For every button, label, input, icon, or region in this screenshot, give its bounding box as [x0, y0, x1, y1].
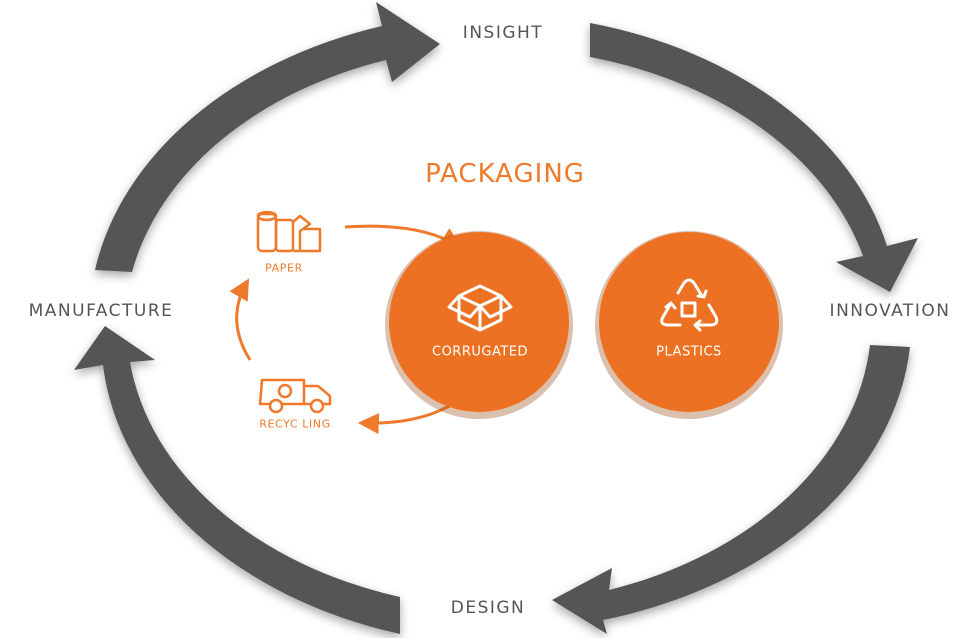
arrow-design-to-manufacture: [74, 326, 400, 634]
stage-manufacture: MANUFACTURE: [28, 301, 174, 321]
paper-rolls-icon: [256, 210, 322, 253]
stage-design: DESIGN: [450, 598, 526, 618]
cycle-arrows: [74, 2, 918, 634]
packaging-title: PACKAGING: [425, 159, 585, 189]
recycling-label: RECYC LING: [259, 417, 331, 431]
stage-insight: INSIGHT: [462, 23, 544, 43]
stage-innovation: INNOVATION: [829, 301, 951, 321]
recycling-truck-icon: [258, 378, 332, 414]
arrow-insight-to-innovation: [590, 23, 918, 292]
plastics-node: [595, 231, 783, 419]
box-icon: [447, 284, 513, 332]
arrow-innovation-to-design: [552, 345, 910, 634]
arrow-manufacture-to-insight: [95, 2, 440, 272]
arrow-recycling-to-paper: [229, 278, 252, 361]
paper-label: PAPER: [265, 261, 303, 275]
plastics-label: PLASTICS: [656, 344, 722, 360]
corrugated-node: [385, 231, 573, 419]
recycle-symbol-icon: [660, 278, 719, 332]
corrugated-label: CORRUGATED: [431, 344, 529, 360]
